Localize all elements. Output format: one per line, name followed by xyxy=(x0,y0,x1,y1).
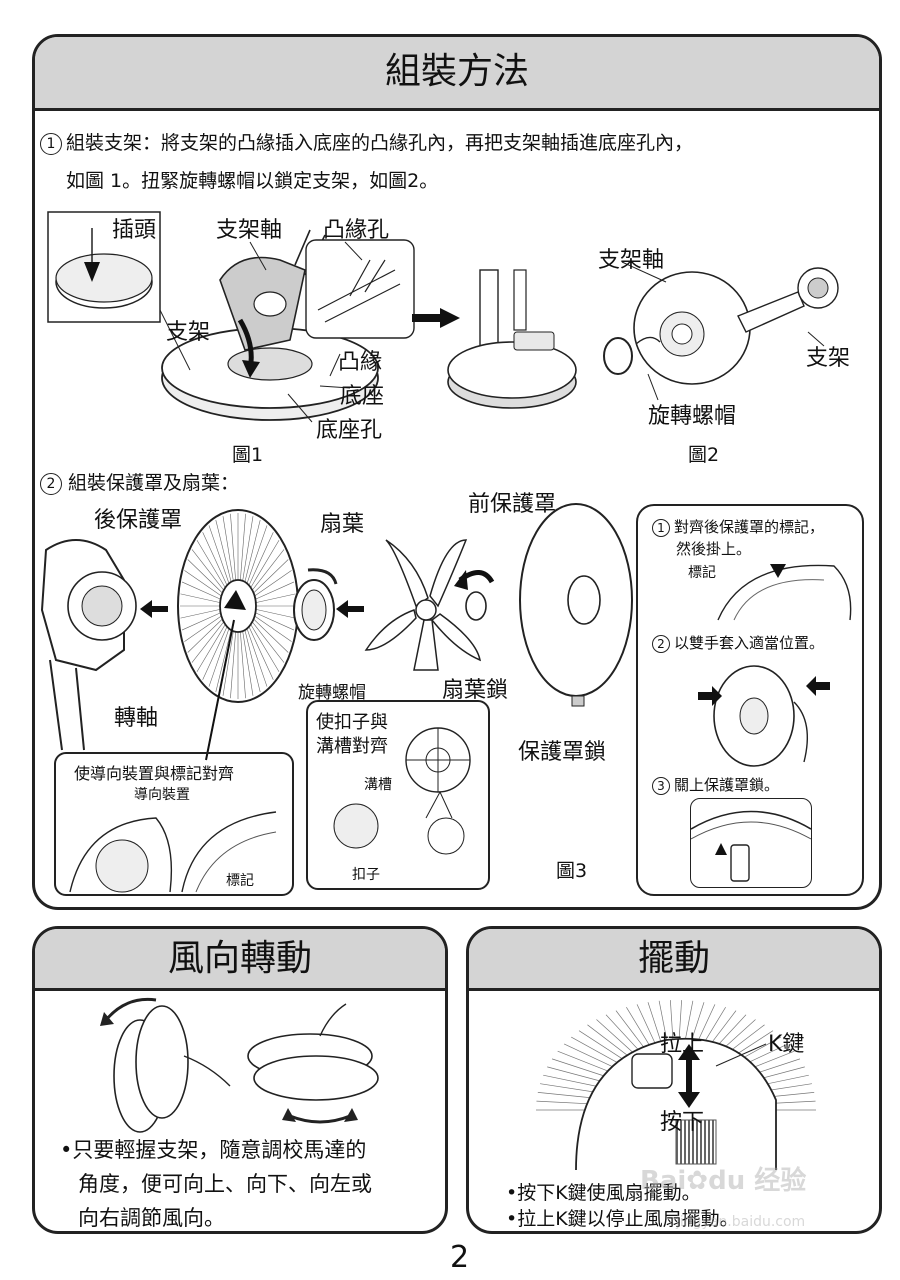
swing-label-pull-up: 拉上 xyxy=(660,1032,705,1057)
swing-title: 擺動 xyxy=(637,938,710,979)
side-step1-drawing xyxy=(717,564,852,621)
clip-alignment-box: 使扣子與 溝槽對齊 溝槽 扣子 xyxy=(306,700,490,890)
guard-steps-box: 1 對齊後保護罩的標記， 然後掛上。 標記 2 以雙手套入適當位置。 3 關上保護罩鎖… xyxy=(636,504,864,896)
fig2-drawing xyxy=(603,261,839,401)
side-step3-number: 3 xyxy=(657,778,665,793)
fig2-label-stand: 支架 xyxy=(806,346,851,371)
side-step1-circle: 1 xyxy=(652,518,670,537)
clip-box-drawing xyxy=(333,727,471,855)
fig1-label-plug: 插頭 xyxy=(112,218,157,243)
clip-box-groove-label: 溝槽 xyxy=(364,777,392,793)
side-step1-line1: 1 對齊後保護罩的標記， xyxy=(652,516,824,537)
clip-box-title-line1: 使扣子與 xyxy=(316,712,388,733)
swing-line1: •按下K鍵使風扇擺動。 xyxy=(506,1178,701,1205)
swing-drawing xyxy=(536,1000,816,1171)
wind-title: 風向轉動 xyxy=(167,938,312,979)
step2-text: 組裝保護罩及扇葉： xyxy=(68,472,240,494)
step1-line1: 1 組裝支架：將支架的凸緣插入底座的凸緣孔內，再把支架軸插進底座孔內， xyxy=(40,128,693,155)
wind-header: 風向轉動 xyxy=(35,929,445,991)
fig1-label-stand: 支架 xyxy=(166,320,211,345)
side-step1-number: 1 xyxy=(657,520,665,535)
assembly-header: 組裝方法 xyxy=(35,37,879,111)
guide-alignment-box: 使導向裝置與標記對齊 導向裝置 標記 xyxy=(54,752,294,896)
side-step3-inset xyxy=(690,798,812,888)
step1-line2: 如圖 1。扭緊旋轉螺帽以鎖定支架，如圖2。 xyxy=(66,170,439,192)
fig2-caption: 圖2 xyxy=(688,444,720,466)
side-step2-number: 2 xyxy=(657,636,665,651)
right-arrow-icon xyxy=(412,308,460,328)
side-step2-drawing xyxy=(698,665,830,767)
fig3-label-rear-guard: 後保護罩 xyxy=(94,508,183,533)
side-step1-mark-label: 標記 xyxy=(688,565,716,581)
fig3-label-blade-lock: 扇葉鎖 xyxy=(442,678,509,703)
fig1-label-base: 底座 xyxy=(340,384,385,409)
fig1-caption: 圖1 xyxy=(232,444,264,466)
step1-number: 1 xyxy=(46,135,56,152)
side-step2-text: 以雙手套入適當位置。 xyxy=(674,634,825,652)
watermark: Bai✿du 经验 xyxy=(640,1160,806,1197)
wind-line1: •只要輕握支架，隨意調校馬達的 xyxy=(60,1134,366,1164)
fig1-drawing xyxy=(47,211,415,423)
wind-drawing xyxy=(100,997,379,1133)
step1-number-circle: 1 xyxy=(40,132,62,155)
fig3-label-blade: 扇葉 xyxy=(320,512,365,537)
guide-box-mark-label: 標記 xyxy=(226,873,254,889)
swing-text-line1: 按下K鍵使風扇擺動。 xyxy=(517,1182,701,1204)
fig1-label-stand-shaft: 支架軸 xyxy=(216,218,283,243)
swing-label-press-down: 按下 xyxy=(660,1110,705,1135)
fig1-label-flange-hole: 凸緣孔 xyxy=(323,218,390,243)
wind-direction-panel: 風向轉動 xyxy=(32,926,448,1234)
fig3-label-nut: 旋轉螺帽 xyxy=(298,683,366,703)
guide-box-drawing xyxy=(69,811,277,893)
side-step3-circle: 3 xyxy=(652,776,670,795)
step2-number: 2 xyxy=(46,475,56,492)
clip-box-clip-label: 扣子 xyxy=(352,867,380,883)
watermark-text1: Bai xyxy=(640,1166,687,1196)
side-step3-text: 關上保護罩鎖。 xyxy=(674,776,780,794)
fig1-label-base-hole: 底座孔 xyxy=(316,418,383,443)
swing-text-line2: 拉上K鍵以停止風扇擺動。 xyxy=(517,1208,739,1230)
watermark-text2: du xyxy=(708,1166,746,1196)
page-number: 2 xyxy=(450,1240,470,1275)
fig2-label-stand-shaft: 支架軸 xyxy=(598,248,665,273)
swing-bullet2: • xyxy=(506,1208,518,1230)
assembly-title: 組裝方法 xyxy=(384,51,529,92)
step2-number-circle: 2 xyxy=(40,472,62,495)
step1-text-line1: 組裝支架：將支架的凸緣插入底座的凸緣孔內，再把支架軸插進底座孔內， xyxy=(66,132,694,154)
wind-line2: 角度，便可向上、向下、向左或 xyxy=(78,1172,372,1196)
swing-line2: •拉上K鍵以停止風扇擺動。 xyxy=(506,1204,739,1231)
wind-bullet: • xyxy=(60,1138,73,1162)
fig2-label-nut: 旋轉螺帽 xyxy=(648,404,737,429)
swing-label-k-key: K鍵 xyxy=(768,1032,805,1057)
side-step1-line2: 然後掛上。 xyxy=(676,540,752,558)
side-step3-line: 3 關上保護罩鎖。 xyxy=(652,774,779,795)
clip-box-title-line2: 溝槽對齊 xyxy=(316,736,388,757)
fig3-drawing xyxy=(40,503,633,761)
side-step2-line: 2 以雙手套入適當位置。 xyxy=(652,632,824,653)
wind-text-line1: 只要輕握支架，隨意調校馬達的 xyxy=(72,1138,367,1162)
step2-heading: 2 組裝保護罩及扇葉： xyxy=(40,468,239,495)
swing-bullet1: • xyxy=(506,1182,518,1204)
guide-box-guide-label: 導向裝置 xyxy=(134,787,190,803)
fig3-label-shaft: 轉軸 xyxy=(114,706,159,731)
fig3-label-guard-lock: 保護罩鎖 xyxy=(518,740,607,765)
watermark-text3: 经验 xyxy=(754,1166,807,1196)
guide-box-title: 使導向裝置與標記對齊 xyxy=(74,764,235,783)
fig3-caption: 圖3 xyxy=(556,860,588,882)
swing-header: 擺動 xyxy=(469,929,879,991)
side-step3-drawing xyxy=(691,810,811,882)
wind-line3: 向右調節風向。 xyxy=(78,1206,225,1230)
side-step2-circle: 2 xyxy=(652,634,670,653)
watermark-paw-icon: ✿ xyxy=(686,1166,709,1196)
fig1-label-flange: 凸緣 xyxy=(338,350,383,375)
fig3-label-front-guard: 前保護罩 xyxy=(468,492,557,517)
side-step1-text1: 對齊後保護罩的標記， xyxy=(674,518,825,536)
watermark-url: jingyan.baidu.com xyxy=(676,1214,806,1230)
assembled-base-drawing xyxy=(447,269,577,409)
